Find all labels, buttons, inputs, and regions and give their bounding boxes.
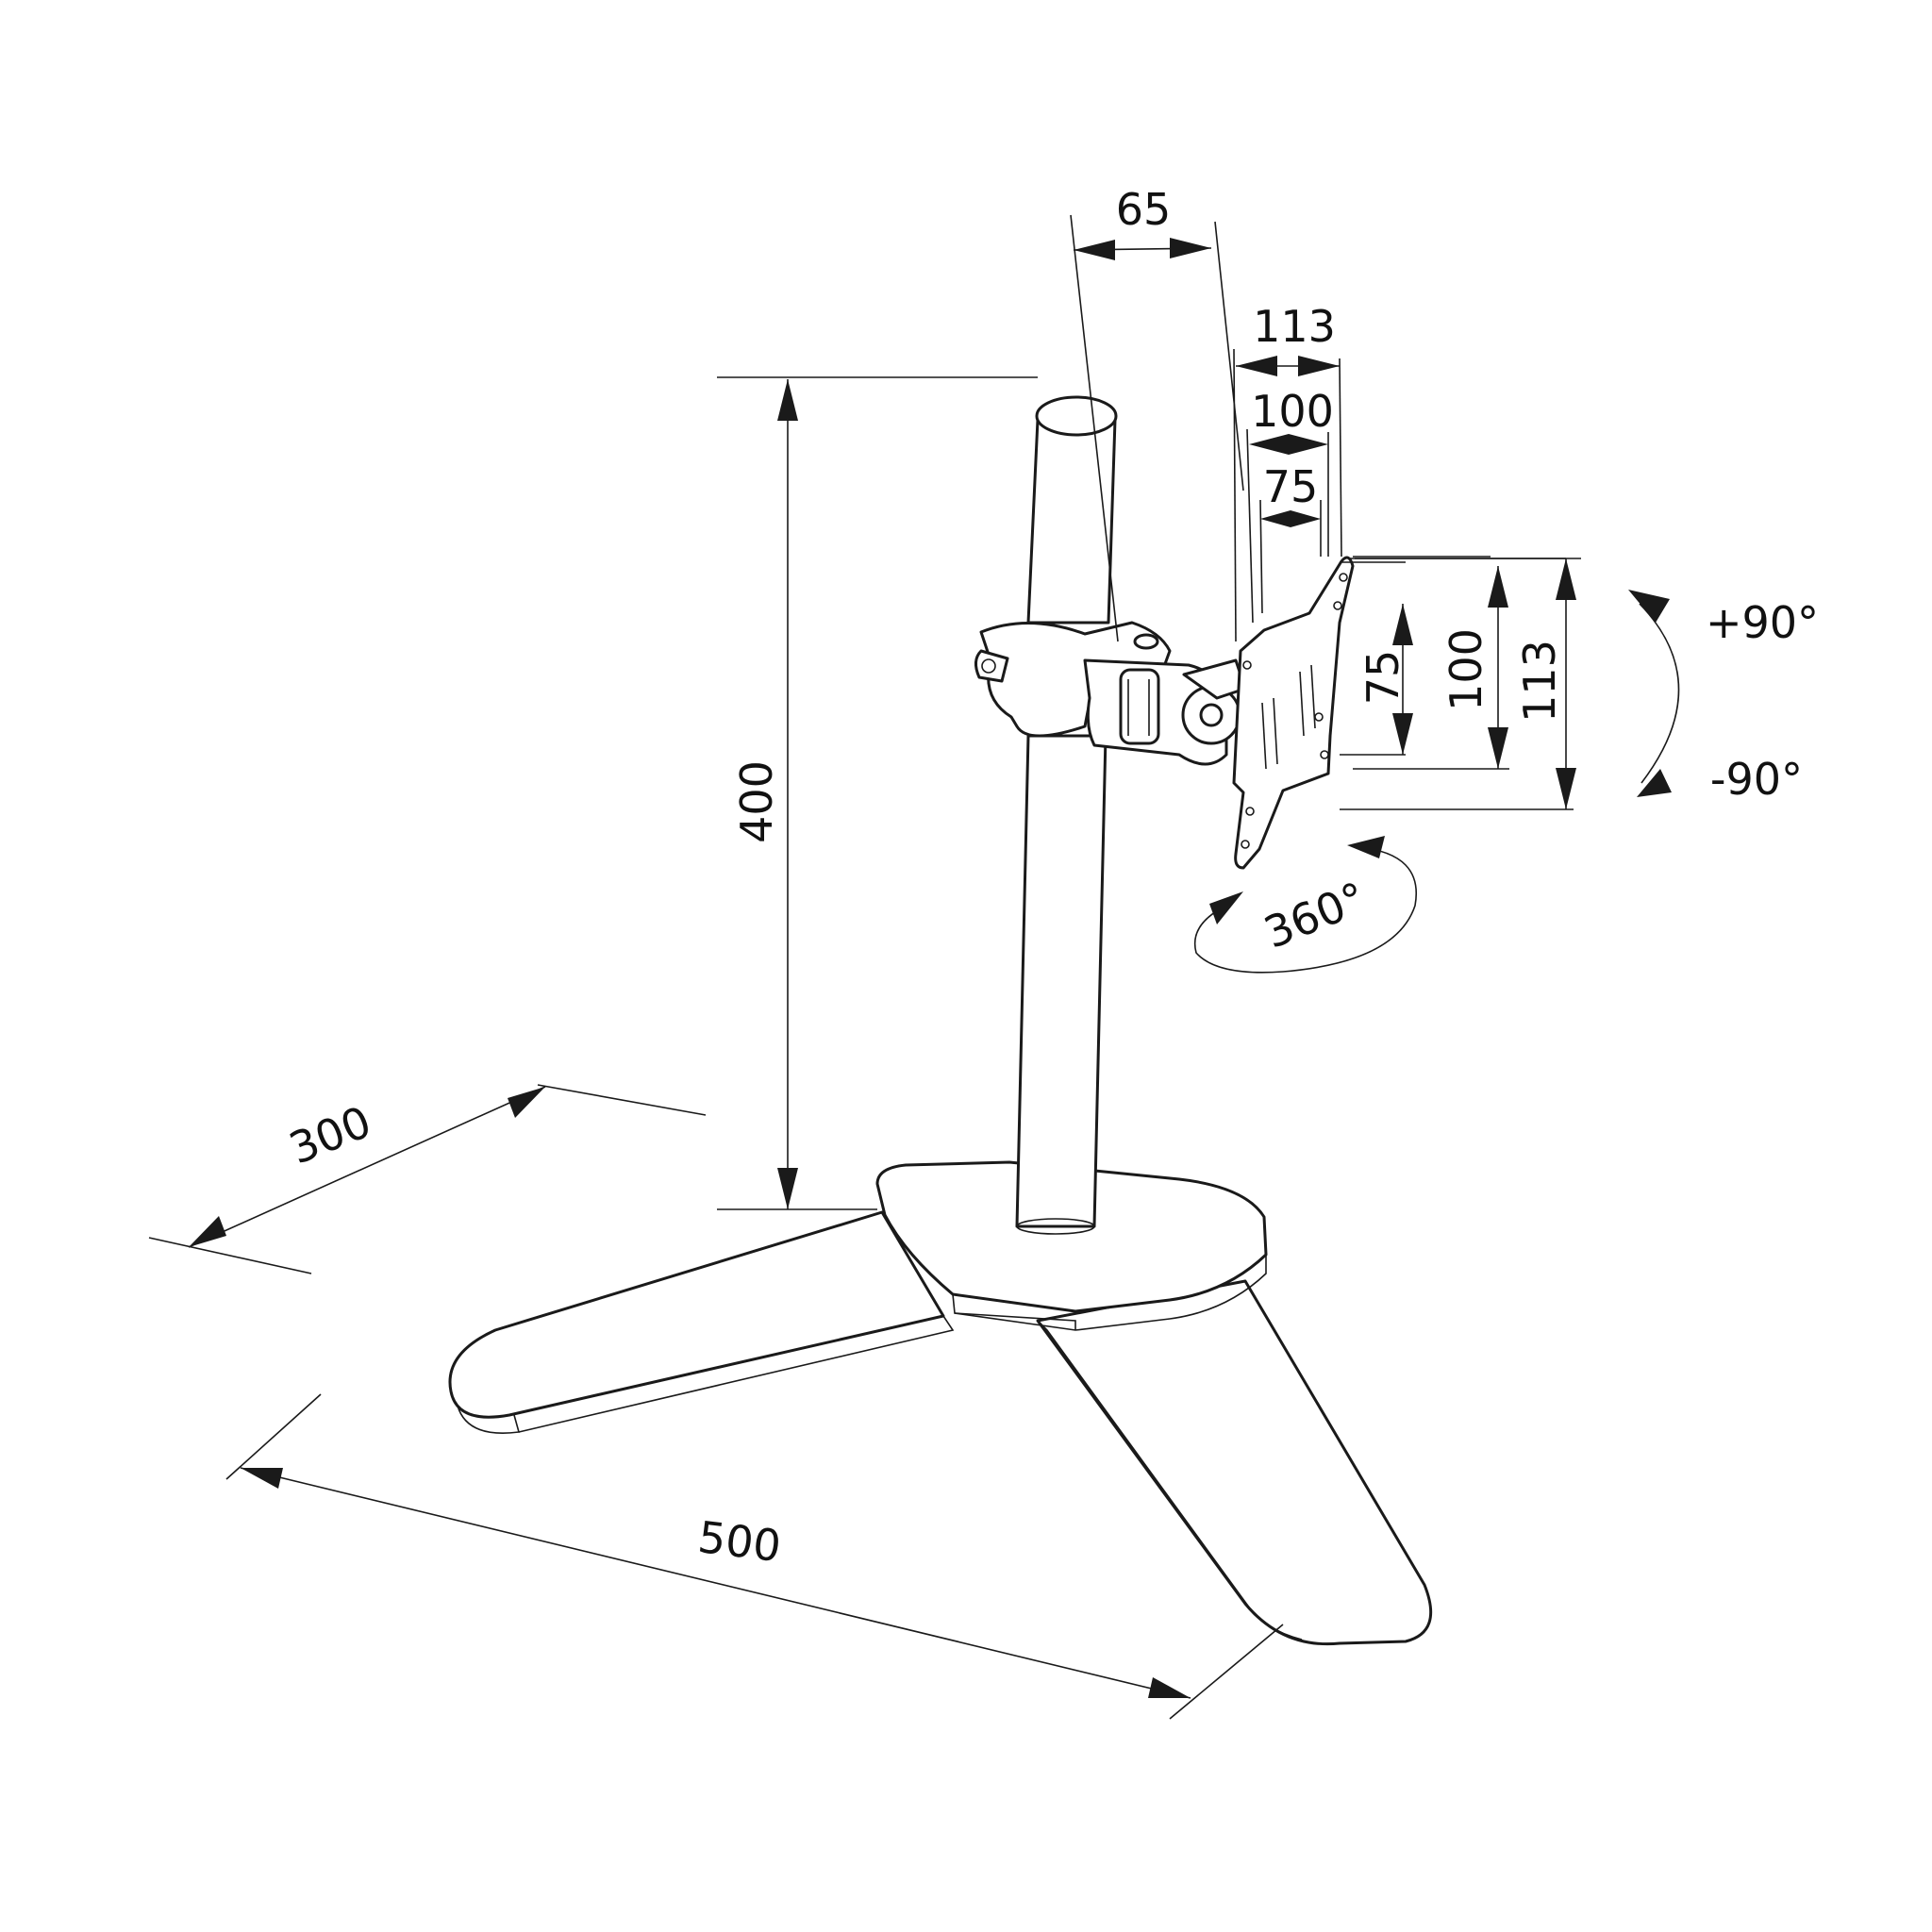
label-plate-height-75: 75	[1357, 650, 1408, 706]
vertical-pole	[1015, 395, 1118, 1235]
label-plate-height-100: 100	[1441, 628, 1491, 711]
label-tilt-down: -90°	[1710, 754, 1803, 805]
tilt-up-arrow	[1628, 590, 1670, 623]
dimension-lines	[148, 214, 1581, 1720]
vesa-plate-outline	[1232, 556, 1355, 870]
label-tilt-up: +90°	[1706, 597, 1819, 648]
pole-clamp	[974, 621, 1172, 738]
pole-cap	[1035, 395, 1118, 437]
tilt-arm	[1083, 658, 1247, 766]
label-swivel: 360°	[1257, 872, 1374, 958]
label-plate-height-113: 113	[1514, 640, 1565, 723]
base-leg-left	[448, 1210, 945, 1419]
label-plate-width-75: 75	[1263, 461, 1319, 512]
label-pole-diameter: 65	[1116, 184, 1172, 235]
pole-upper	[1026, 418, 1117, 625]
base-leg-right	[1036, 1279, 1433, 1646]
swivel-ellipse	[1194, 846, 1417, 974]
tripod-base	[448, 1160, 1433, 1646]
tilt-arc	[1639, 603, 1680, 784]
label-base-width: 500	[695, 1511, 784, 1572]
base-leg-right-edge	[1244, 1603, 1303, 1641]
vesa-slot-right	[1299, 671, 1305, 737]
base-hub-edge	[952, 1255, 1267, 1331]
pole-lower	[1015, 734, 1108, 1228]
vesa-slot-left	[1261, 702, 1267, 770]
tilt-down-arrow	[1637, 769, 1672, 797]
label-plate-width-113: 113	[1253, 301, 1336, 352]
label-base-depth: 300	[282, 1096, 378, 1174]
arm-hinge	[1119, 668, 1160, 745]
tilt-indicator	[1628, 590, 1680, 797]
base-leg-left-edge	[457, 1405, 521, 1434]
arrow	[1170, 238, 1211, 258]
clamp-screw	[974, 649, 1009, 683]
swivel-indicator	[1194, 836, 1417, 974]
swivel-arrow-right	[1347, 836, 1385, 858]
vesa-plate	[1232, 556, 1355, 870]
dimension-labels: 65 113 100 75 75 100 113 400 300 500 +90…	[282, 184, 1819, 1572]
label-plate-width-100: 100	[1251, 386, 1334, 437]
label-pole-height: 400	[731, 760, 782, 843]
swivel-arrow-left	[1209, 891, 1243, 924]
arrow	[1074, 240, 1115, 260]
base-hub	[875, 1160, 1268, 1313]
